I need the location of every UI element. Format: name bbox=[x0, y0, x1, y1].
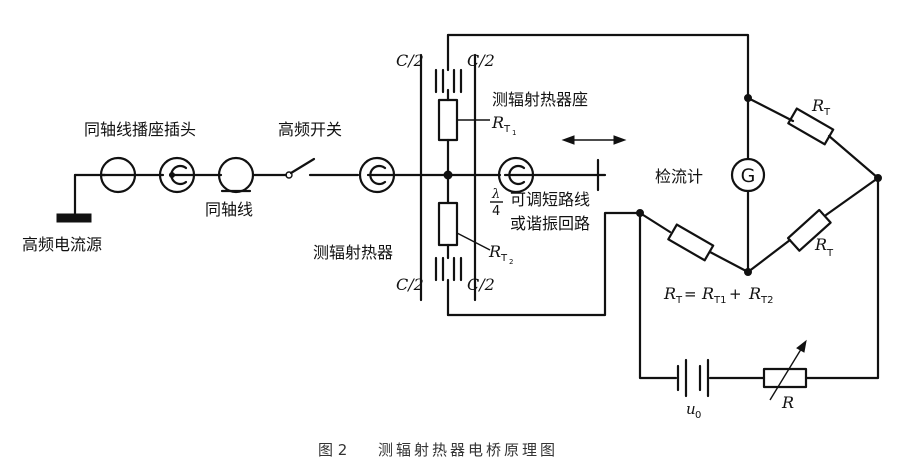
equation-rt: R T = R T1 + R T2 bbox=[663, 284, 773, 306]
svg-text:T: T bbox=[675, 295, 683, 306]
svg-text:R: R bbox=[701, 284, 714, 303]
bolometer-rt1 bbox=[437, 98, 490, 142]
label-bolometer-mount: 测辐射热器座 bbox=[492, 90, 588, 109]
svg-text:R: R bbox=[748, 284, 761, 303]
svg-text:T: T bbox=[823, 107, 831, 118]
svg-text:u: u bbox=[686, 400, 696, 418]
svg-text:T2: T2 bbox=[760, 295, 773, 306]
svg-text:4: 4 bbox=[492, 204, 500, 219]
label-rt-upper: R T bbox=[811, 96, 831, 118]
tuning-double-arrow bbox=[561, 135, 627, 145]
svg-text:λ: λ bbox=[491, 187, 500, 202]
figure-caption: 测辐射热器电桥原理图 bbox=[378, 441, 558, 459]
svg-text:T: T bbox=[503, 124, 511, 135]
capacitor-bottom-right bbox=[452, 256, 463, 282]
variable-resistor-r bbox=[762, 339, 808, 401]
label-resistor-r: R bbox=[781, 393, 794, 412]
svg-text:T1: T1 bbox=[713, 295, 726, 306]
cap-label-top-right: C/2 bbox=[467, 51, 495, 70]
label-rt2: R T 2 bbox=[488, 242, 513, 266]
svg-text:1: 1 bbox=[512, 129, 516, 137]
svg-text:T: T bbox=[500, 253, 508, 264]
label-coax-line: 同轴线 bbox=[205, 200, 253, 219]
capacitor-top-right bbox=[452, 68, 463, 94]
hf-source-ground bbox=[56, 173, 107, 223]
coax-plug-2 bbox=[158, 156, 196, 194]
svg-text:2: 2 bbox=[509, 258, 513, 266]
coax-plug-1 bbox=[99, 156, 137, 194]
bolometer-rt2 bbox=[437, 201, 491, 251]
cap-label-bottom-right: C/2 bbox=[467, 275, 495, 294]
label-lambda-over-4: λ 4 bbox=[490, 187, 503, 219]
resistor-lower-left bbox=[667, 223, 715, 262]
svg-text:R: R bbox=[811, 96, 824, 115]
label-stub-line-1: 可调短路线 bbox=[510, 190, 590, 209]
label-bolometer: 测辐射热器 bbox=[313, 243, 393, 262]
label-u0: u 0 bbox=[686, 400, 701, 421]
label-stub-line-2: 或谐振回路 bbox=[510, 214, 590, 233]
label-rt1: R T 1 bbox=[491, 113, 516, 137]
label-galvanometer: 检流计 bbox=[655, 167, 703, 186]
svg-text:=: = bbox=[684, 285, 697, 303]
svg-text:R: R bbox=[491, 113, 504, 132]
galvanometer: G bbox=[730, 157, 766, 193]
label-hf-switch: 高频开关 bbox=[278, 120, 342, 139]
coax-line-symbol bbox=[217, 156, 255, 194]
label-rt-lower: R T bbox=[814, 235, 834, 259]
figure-number: 图 2 bbox=[318, 441, 347, 459]
svg-text:T: T bbox=[826, 248, 834, 259]
galvanometer-symbol: G bbox=[741, 165, 756, 187]
svg-text:0: 0 bbox=[695, 410, 701, 421]
label-hf-source: 高频电流源 bbox=[22, 235, 102, 254]
svg-text:R: R bbox=[814, 235, 827, 254]
label-coax-socket-plug: 同轴线播座插头 bbox=[84, 120, 196, 139]
svg-text:R: R bbox=[488, 242, 501, 261]
cap-label-top-left: C/2 bbox=[396, 51, 424, 70]
svg-text:+: + bbox=[729, 285, 742, 303]
battery-u0 bbox=[676, 358, 710, 398]
capacitor-top-left bbox=[434, 68, 445, 94]
cap-label-bottom-left: C/2 bbox=[396, 275, 424, 294]
resistor-rt-lower bbox=[786, 208, 832, 252]
coax-plug-4 bbox=[497, 156, 535, 194]
capacitor-bottom-left bbox=[434, 256, 445, 282]
coax-plug-3 bbox=[358, 156, 396, 194]
svg-text:R: R bbox=[663, 284, 676, 303]
hf-switch bbox=[285, 157, 316, 179]
mount-rails bbox=[419, 33, 477, 317]
